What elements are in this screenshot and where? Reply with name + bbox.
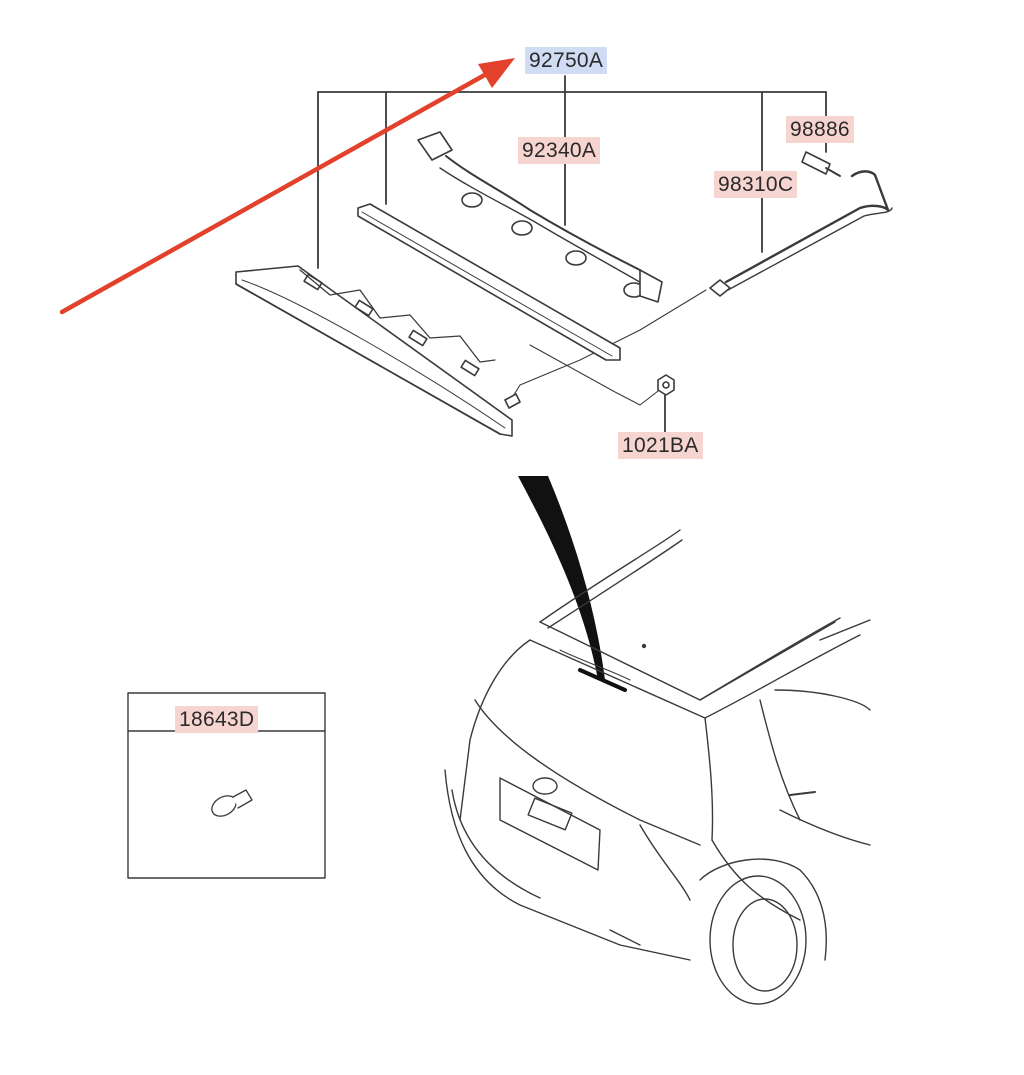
washer-hose (709, 151, 893, 297)
nut-shape (657, 374, 675, 396)
pointer-arrow (59, 58, 515, 315)
routing-lines (511, 289, 707, 406)
part-label-connector[interactable]: 98886 (786, 116, 854, 143)
lamp-lens (357, 203, 621, 361)
vehicle-outline (444, 529, 871, 1005)
part-label-bulb[interactable]: 18643D (175, 706, 259, 733)
part-label-assembly[interactable]: 92750A (525, 47, 608, 74)
bulb-icon (211, 789, 253, 817)
lamp-housing (235, 265, 521, 437)
callout-wedge (518, 476, 605, 680)
part-label-harness[interactable]: 92340A (518, 137, 601, 164)
wiring-harness (417, 131, 663, 303)
part-label-nut[interactable]: 1021BA (618, 432, 703, 459)
part-label-hose[interactable]: 98310C (714, 171, 798, 198)
